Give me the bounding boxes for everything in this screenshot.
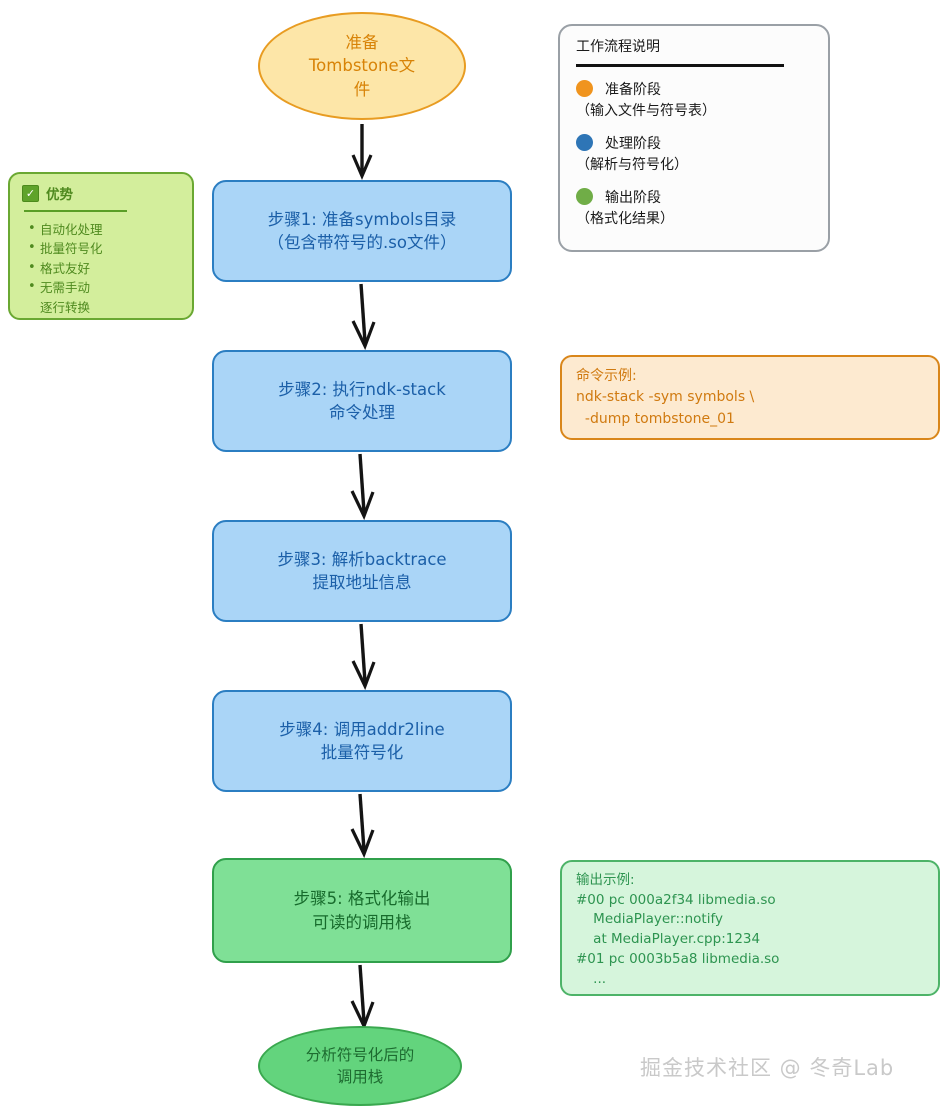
flow-step-3-line-1: 步骤3: 解析backtrace	[277, 549, 447, 569]
legend-item-output: 输出阶段 （格式化结果）	[576, 187, 814, 228]
legend-sublabel: （格式化结果）	[576, 210, 674, 227]
flow-step-5[interactable]: 步骤5: 格式化输出 可读的调用栈	[212, 858, 512, 963]
flow-step-3[interactable]: 步骤3: 解析backtrace 提取地址信息	[212, 520, 512, 622]
legend-title: 工作流程说明	[576, 39, 660, 55]
legend-item-prepare: 准备阶段 （输入文件与符号表）	[576, 79, 814, 120]
arrow-step4-to-step5	[358, 793, 366, 851]
legend-panel: 工作流程说明 准备阶段 （输入文件与符号表） 处理阶段 （解析与符号化） 输出阶…	[558, 24, 830, 252]
flow-step-1[interactable]: 步骤1: 准备symbols目录 （包含带符号的.so文件）	[212, 180, 512, 282]
legend-item-process: 处理阶段 （解析与符号化）	[576, 133, 814, 174]
list-item: 无需手动	[26, 277, 180, 298]
end-node[interactable]: 分析符号化后的 调用栈	[258, 1026, 462, 1106]
start-node-line-3: 件	[353, 79, 371, 99]
legend-label: 准备阶段	[605, 81, 661, 98]
advantages-divider	[24, 210, 127, 212]
arrow-step5-to-end	[358, 964, 366, 1023]
list-item: 自动化处理	[26, 219, 180, 240]
advantages-header: ✓ 优势	[22, 183, 180, 203]
output-example-panel: 输出示例: #00 pc 000a2f34 libmedia.so MediaP…	[560, 860, 940, 996]
advantages-title: 优势	[46, 187, 73, 203]
flow-step-2-line-2: 命令处理	[329, 403, 395, 422]
flow-step-4[interactable]: 步骤4: 调用addr2line 批量符号化	[212, 690, 512, 792]
advantages-panel: ✓ 优势 自动化处理 批量符号化 格式友好 无需手动 逐行转换	[8, 172, 194, 320]
advantages-list: 自动化处理 批量符号化 格式友好 无需手动 逐行转换	[22, 219, 180, 317]
start-node[interactable]: 准备 Tombstone文 件	[258, 12, 466, 120]
flow-step-1-line-1: 步骤1: 准备symbols目录	[267, 209, 457, 229]
check-box-icon: ✓	[22, 184, 39, 202]
legend-dot-green-icon	[576, 188, 593, 205]
end-node-line-1: 分析符号化后的	[305, 1046, 415, 1064]
command-example-panel: 命令示例: ndk-stack -sym symbols \ -dump tom…	[560, 355, 940, 440]
start-node-line-1: 准备	[345, 32, 379, 52]
flow-step-3-line-2: 提取地址信息	[312, 573, 412, 592]
list-item: 格式友好	[26, 258, 180, 279]
legend-label: 输出阶段	[605, 189, 661, 206]
arrow-step3-to-step4	[359, 623, 367, 683]
legend-label: 处理阶段	[605, 135, 661, 152]
list-item: 批量符号化	[26, 238, 180, 259]
flow-step-2[interactable]: 步骤2: 执行ndk-stack 命令处理	[212, 350, 512, 452]
arrow-step1-to-step2	[359, 283, 367, 343]
start-node-line-2: Tombstone文	[308, 56, 416, 76]
legend-sublabel: （解析与符号化）	[576, 156, 688, 173]
list-item-continuation: 逐行转换	[40, 299, 91, 315]
legend-dot-orange-icon	[576, 80, 593, 97]
flow-step-1-line-2: （包含带符号的.so文件）	[267, 233, 457, 252]
flow-step-2-line-1: 步骤2: 执行ndk-stack	[278, 379, 446, 399]
flow-step-5-line-2: 可读的调用栈	[312, 912, 412, 932]
legend-dot-blue-icon	[576, 134, 593, 151]
end-node-line-2: 调用栈	[336, 1068, 384, 1086]
flow-step-4-line-1: 步骤4: 调用addr2line	[279, 719, 445, 739]
watermark: 掘金技术社区 @ 冬奇Lab	[640, 1056, 895, 1080]
flow-step-5-line-1: 步骤5: 格式化输出	[293, 889, 431, 909]
legend-sublabel: （输入文件与符号表）	[576, 102, 716, 119]
flow-step-4-line-2: 批量符号化	[320, 743, 404, 762]
arrow-step2-to-step3	[358, 453, 366, 513]
legend-divider	[576, 64, 784, 67]
